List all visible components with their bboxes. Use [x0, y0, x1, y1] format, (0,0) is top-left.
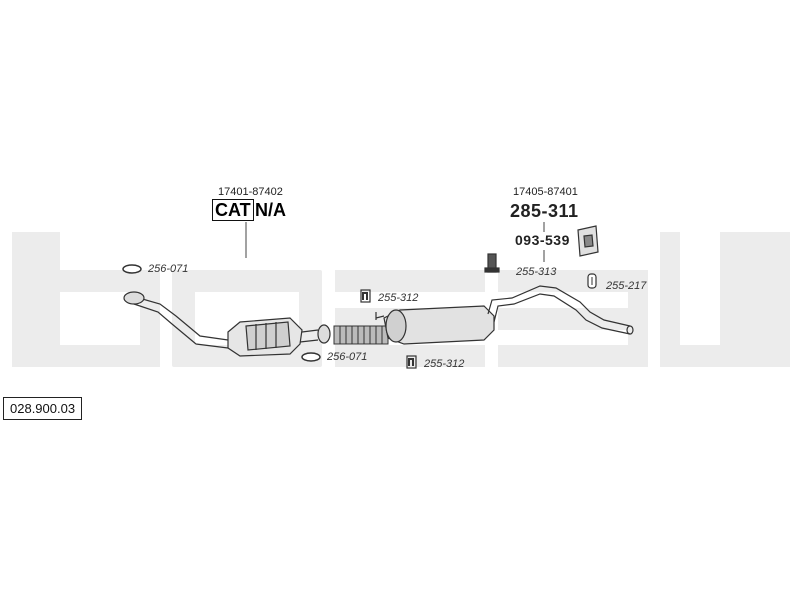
cat-suffix: N/A: [255, 200, 286, 220]
rear-part-code: 285-311: [510, 201, 579, 221]
mid-flange: [317, 324, 331, 344]
reference-number-box: 028.900.03: [3, 397, 83, 420]
cat-label: CAT: [212, 199, 254, 221]
front-pipe: [131, 295, 229, 349]
clamp-icon-top: [360, 289, 371, 303]
front-flange: [123, 291, 145, 305]
rubber-hanger-ref: 255-217: [606, 280, 647, 292]
catalytic-converter: [227, 317, 303, 357]
gasket-icon-bottom: [301, 352, 321, 362]
front-oem-number: 17401-87402: [218, 186, 283, 198]
flex-section: [333, 325, 389, 345]
clamp-bottom-ref: 255-312: [424, 358, 465, 370]
rubber-hanger-icon: [587, 273, 597, 289]
rear-oem-number: 17405-87401: [513, 186, 578, 198]
muffler: [375, 305, 495, 345]
clamp-icon-bottom: [406, 355, 417, 369]
gasket-icon-top: [122, 264, 142, 274]
gasket-top-ref: 256-071: [148, 263, 189, 275]
clamp-top-ref: 255-312: [378, 292, 419, 304]
gasket-bottom-ref: 256-071: [327, 351, 368, 363]
tail-pipe: [487, 285, 634, 335]
mid-pipe: [299, 329, 319, 343]
hanger-icon: [484, 253, 500, 273]
hanger-ref: 255-313: [516, 266, 557, 278]
mount-bracket-icon: [577, 225, 599, 257]
mount-code: 093-539: [515, 232, 570, 248]
leader-lines: [245, 222, 545, 262]
